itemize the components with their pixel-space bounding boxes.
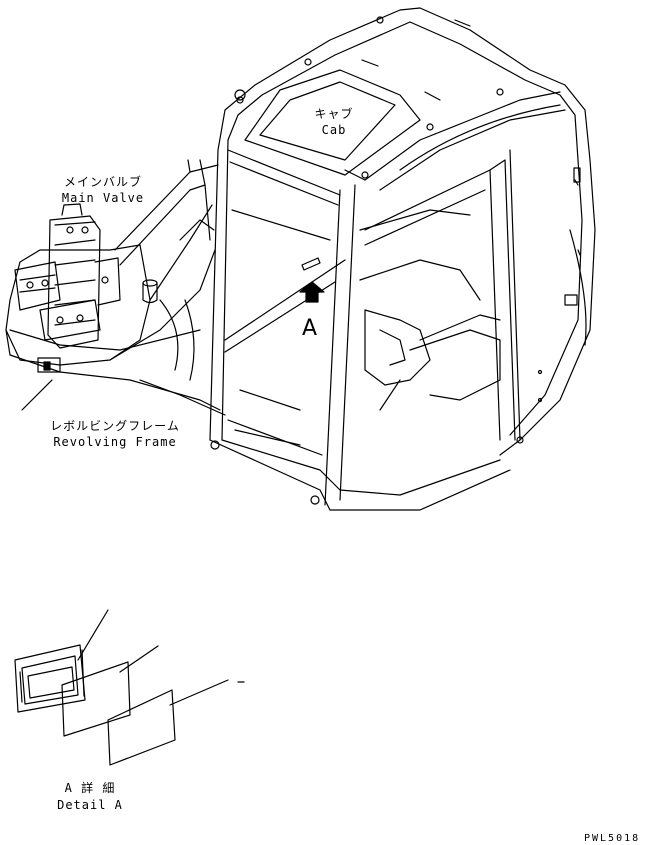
detail-a-label-en: Detail A — [57, 798, 123, 812]
main-valve-label-jp: メインバルブ — [63, 175, 142, 189]
window-plate — [302, 258, 320, 270]
view-a-label: A — [302, 316, 318, 341]
frame-label-en: Revolving Frame — [53, 435, 177, 449]
frame-label-jp: レボルビングフレーム — [50, 419, 180, 433]
cab — [210, 8, 595, 510]
cab-label-en: Cab — [321, 123, 347, 137]
seat-leader-line — [380, 380, 400, 410]
main-valve — [15, 204, 120, 348]
frame-plate-icon — [38, 358, 60, 372]
drawing-number: PWL5018 — [584, 833, 641, 844]
detail-a-parts — [15, 610, 244, 765]
view-a-arrow-icon — [300, 282, 324, 302]
revolving-frame — [6, 160, 225, 415]
detail-a-label-jp: A 詳 細 — [64, 781, 116, 795]
frame-leader-line — [22, 380, 52, 410]
cab-label-jp: キャブ — [314, 107, 354, 121]
label-sheet-2 — [108, 690, 175, 765]
label-frame — [15, 645, 85, 712]
label-sheet-1 — [62, 662, 130, 736]
main-valve-label-en: Main Valve — [61, 191, 145, 205]
